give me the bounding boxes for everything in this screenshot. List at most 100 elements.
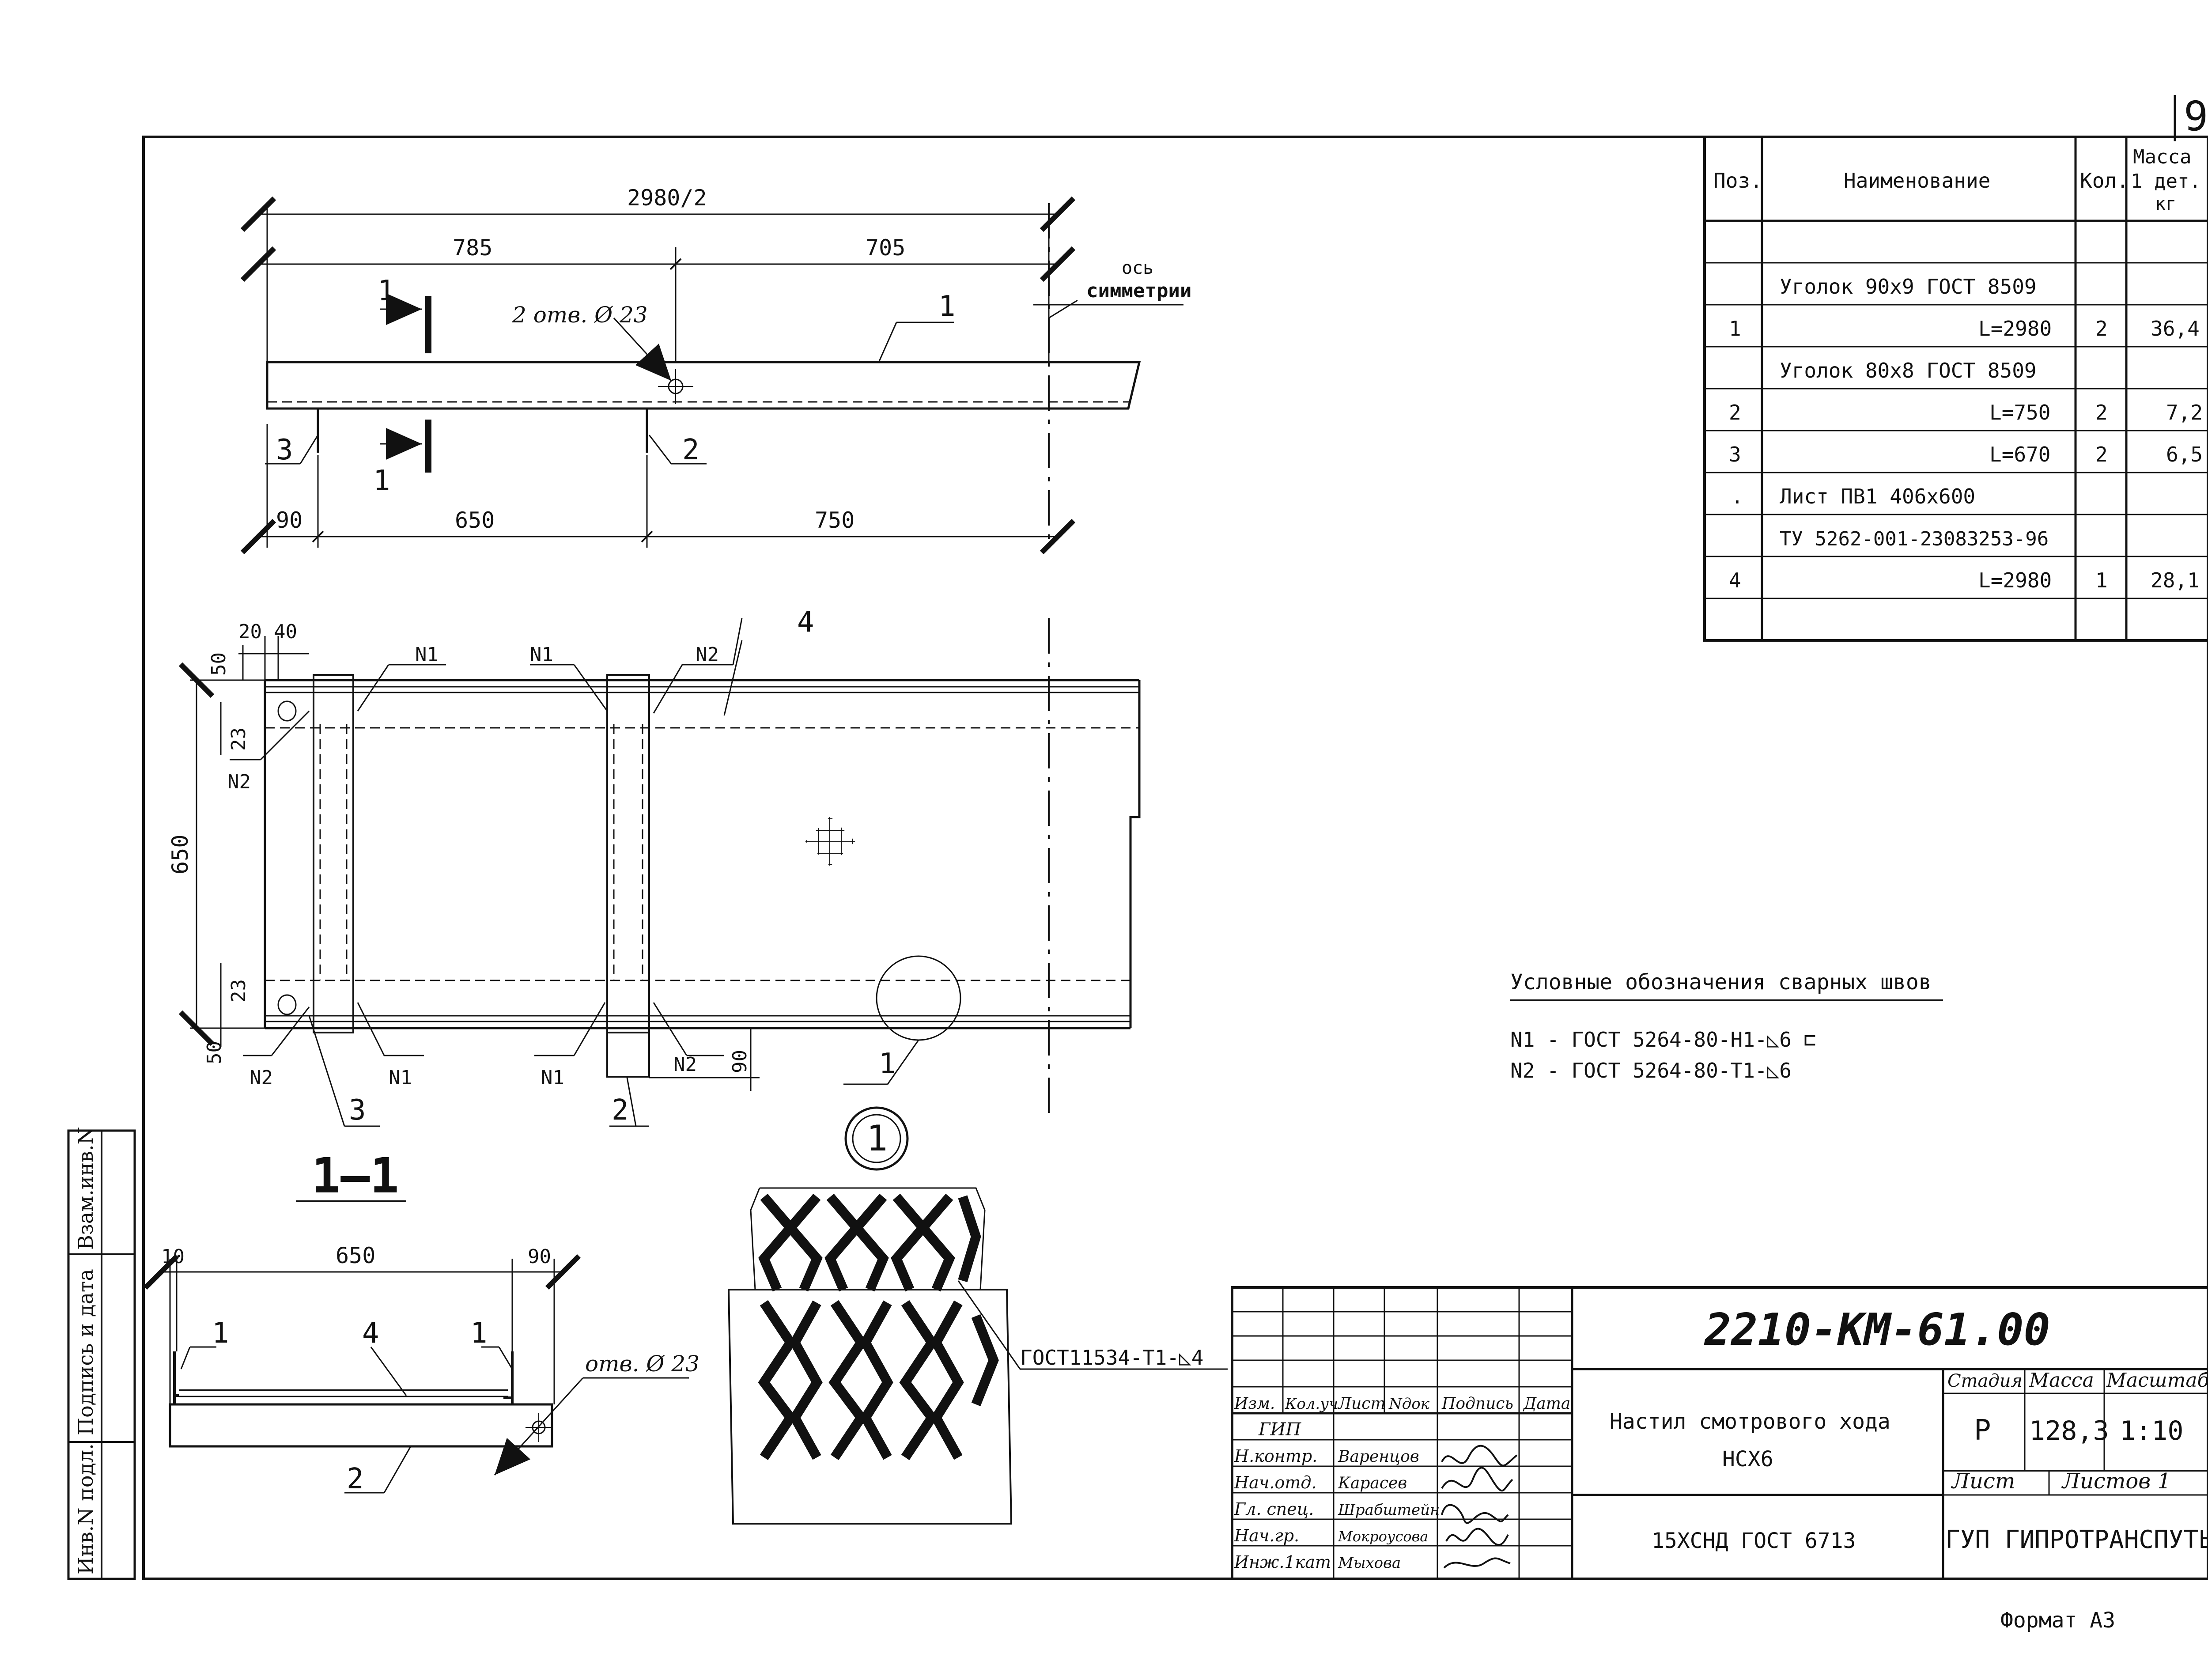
name-nkontr: Варенцов [1338, 1448, 1419, 1466]
role-nkontr: Н.контр. [1234, 1446, 1317, 1466]
drawing-name-2: НСХ6 [1722, 1447, 1773, 1472]
mass-value: 128,3 [2029, 1415, 2109, 1446]
part-mark-1: 1 [938, 290, 956, 323]
dim-90: 90 [276, 507, 302, 533]
spec-header-mass-3: кг [2155, 194, 2176, 214]
drawing-material: 15ХСНД ГОСТ 6713 [1652, 1529, 1856, 1553]
deck-mark-4: 4 [797, 606, 814, 639]
spec-row-5-mass: 6,5 [2166, 443, 2203, 466]
role-nachotd: Нач.отд. [1234, 1473, 1317, 1492]
axis-label-2: симметрии [1086, 280, 1191, 302]
plan-labels: 2980/2 785 705 ось симметрии 2 отв. Ø 23… [276, 185, 1191, 533]
sheets-label: Листов 1 [2061, 1469, 2171, 1494]
spec-row-1-name: Уголок 90х9 ГОСТ 8509 [1780, 275, 2037, 299]
spec-row-8-pos: 4 [1729, 568, 1741, 592]
organization: ГУП ГИПРОТРАНСПУТЬ [1945, 1525, 2208, 1554]
sheet-label: Лист [1951, 1469, 2015, 1494]
section-title: 1–1 [311, 1147, 399, 1204]
signature-scribbles [1441, 1445, 1518, 1569]
role-nachgr: Нач.гр. [1234, 1526, 1299, 1545]
spec-header-mass-1: Масса [2133, 146, 2191, 168]
col-izm: Изм. [1234, 1395, 1275, 1413]
section-labels: 1–1 10 650 90 отв. Ø 23 1 4 1 2 [161, 1147, 699, 1495]
weld-n1-b: N1 [530, 643, 553, 666]
dim-50-bot: 50 [203, 1041, 226, 1064]
weld-legend: Условные обозначения сварных швов N1 - Г… [1510, 970, 1943, 1082]
role-inzh: Инж.1кат [1234, 1552, 1331, 1572]
section-mark-4: 4 [362, 1317, 379, 1350]
spec-row-4-name: L=750 [1989, 401, 2050, 424]
weld-n1-c: N1 [389, 1067, 412, 1089]
spec-row-8-qty: 1 [2095, 568, 2108, 592]
dim-50-top: 50 [208, 652, 230, 676]
spec-row-2-qty: 2 [2095, 317, 2108, 341]
deck-mark-3: 3 [349, 1094, 366, 1127]
detail-weld-note: ГОСТ11534-Т1-◺4 [1020, 1346, 1203, 1370]
spec-header-name: Наименование [1844, 169, 1990, 193]
title-block [1231, 1286, 2208, 1580]
spec-header-mass-2: 1 дет. [2131, 170, 2201, 193]
spec-row-2-pos: 1 [1729, 317, 1741, 341]
section-mark-top: 1 [378, 275, 395, 307]
col-ndok: Nдок [1388, 1395, 1430, 1413]
dim-total: 2980/2 [627, 185, 707, 211]
spec-row-4-mass: 7,2 [2166, 401, 2203, 424]
section-view [143, 1200, 689, 1494]
col-podpis: Подпись [1441, 1395, 1513, 1413]
spec-row-7-name: ТУ 5262-001-23083253-96 [1780, 528, 2049, 550]
weld-n2-c: N2 [250, 1067, 273, 1089]
spec-row-3-name: Уголок 80х8 ГОСТ 8509 [1780, 359, 2037, 382]
weld-n2-a: N2 [696, 643, 719, 666]
dim-90-deck: 90 [729, 1050, 751, 1073]
stage-label: Стадия [1947, 1371, 2023, 1391]
mass-label: Масса [2029, 1369, 2094, 1392]
spec-row-6-name: Лист ПВ1 406х600 [1780, 484, 1975, 508]
section-hole-label: отв. Ø 23 [585, 1351, 699, 1377]
dim-650: 650 [455, 507, 495, 533]
drawing-code: 2210-КМ-61.00 [1704, 1304, 2050, 1355]
spec-row-4-pos: 2 [1729, 401, 1741, 424]
spec-row-6-pos: . [1731, 484, 1743, 508]
title-block-text: 2210-КМ-61.00 Настил смотрового хода НСХ… [1234, 1304, 2208, 1572]
section-mark-1b: 1 [470, 1317, 488, 1350]
spec-row-8-mass: 28,1 [2151, 568, 2200, 592]
weld-n1-d: N1 [541, 1067, 564, 1089]
dim-40: 40 [274, 621, 297, 643]
spec-row-5-qty: 2 [2095, 443, 2108, 466]
spec-row-2-mass: 36,4 [2151, 317, 2200, 341]
drawing-name-1: Настил смотрового хода [1610, 1409, 1890, 1434]
name-nachotd: Карасев [1338, 1474, 1407, 1492]
weld-n2-b: N2 [227, 771, 251, 793]
dim-785: 785 [453, 235, 492, 261]
role-gip: ГИП [1258, 1419, 1301, 1440]
stamp-cell-inv: Инв.N подл. [74, 1443, 98, 1574]
dim-705: 705 [866, 235, 905, 261]
spec-row-4-qty: 2 [2095, 401, 2108, 424]
role-glspec: Гл. спец. [1234, 1499, 1314, 1519]
section-mark-2: 2 [347, 1463, 364, 1495]
section-dim-10: 10 [161, 1245, 185, 1268]
detail-callout: 1 [866, 1118, 888, 1159]
spec-row-2-name: L=2980 [1978, 317, 2052, 341]
legend-line-1: N1 - ГОСТ 5264-80-Н1-◺6 ⊏ [1510, 1028, 1816, 1052]
spec-table-text: Поз. Наименование Кол. Масса 1 дет. кг У… [1713, 146, 2203, 592]
plan-view [240, 196, 1183, 555]
dim-650-vert: 650 [167, 835, 193, 874]
name-inzh: Мыхова [1338, 1554, 1401, 1572]
part-mark-2: 2 [682, 434, 699, 466]
page-number: 96 [2184, 93, 2208, 140]
weld-n2-d: N2 [673, 1053, 697, 1076]
col-koluch: Кол.уч [1285, 1395, 1338, 1413]
section-mark-1a: 1 [212, 1317, 229, 1350]
dim-750: 750 [815, 507, 854, 533]
weld-n1-a: N1 [415, 643, 439, 666]
deck-labels: 20 40 50 23 650 23 50 90 N1 N1 N2 N2 N2 … [167, 606, 896, 1127]
section-mark-bottom: 1 [373, 465, 390, 497]
stamp-cell-replace: Взам.инв.N [74, 1127, 98, 1250]
spec-row-5-name: L=670 [1989, 443, 2050, 466]
spec-row-8-name: L=2980 [1978, 568, 2052, 592]
stamp-cell-signature: Подпись и дата [74, 1269, 98, 1435]
sheet-frame [142, 136, 2208, 1580]
col-data: Дата [1523, 1395, 1570, 1413]
stage-value: Р [1974, 1414, 1991, 1447]
